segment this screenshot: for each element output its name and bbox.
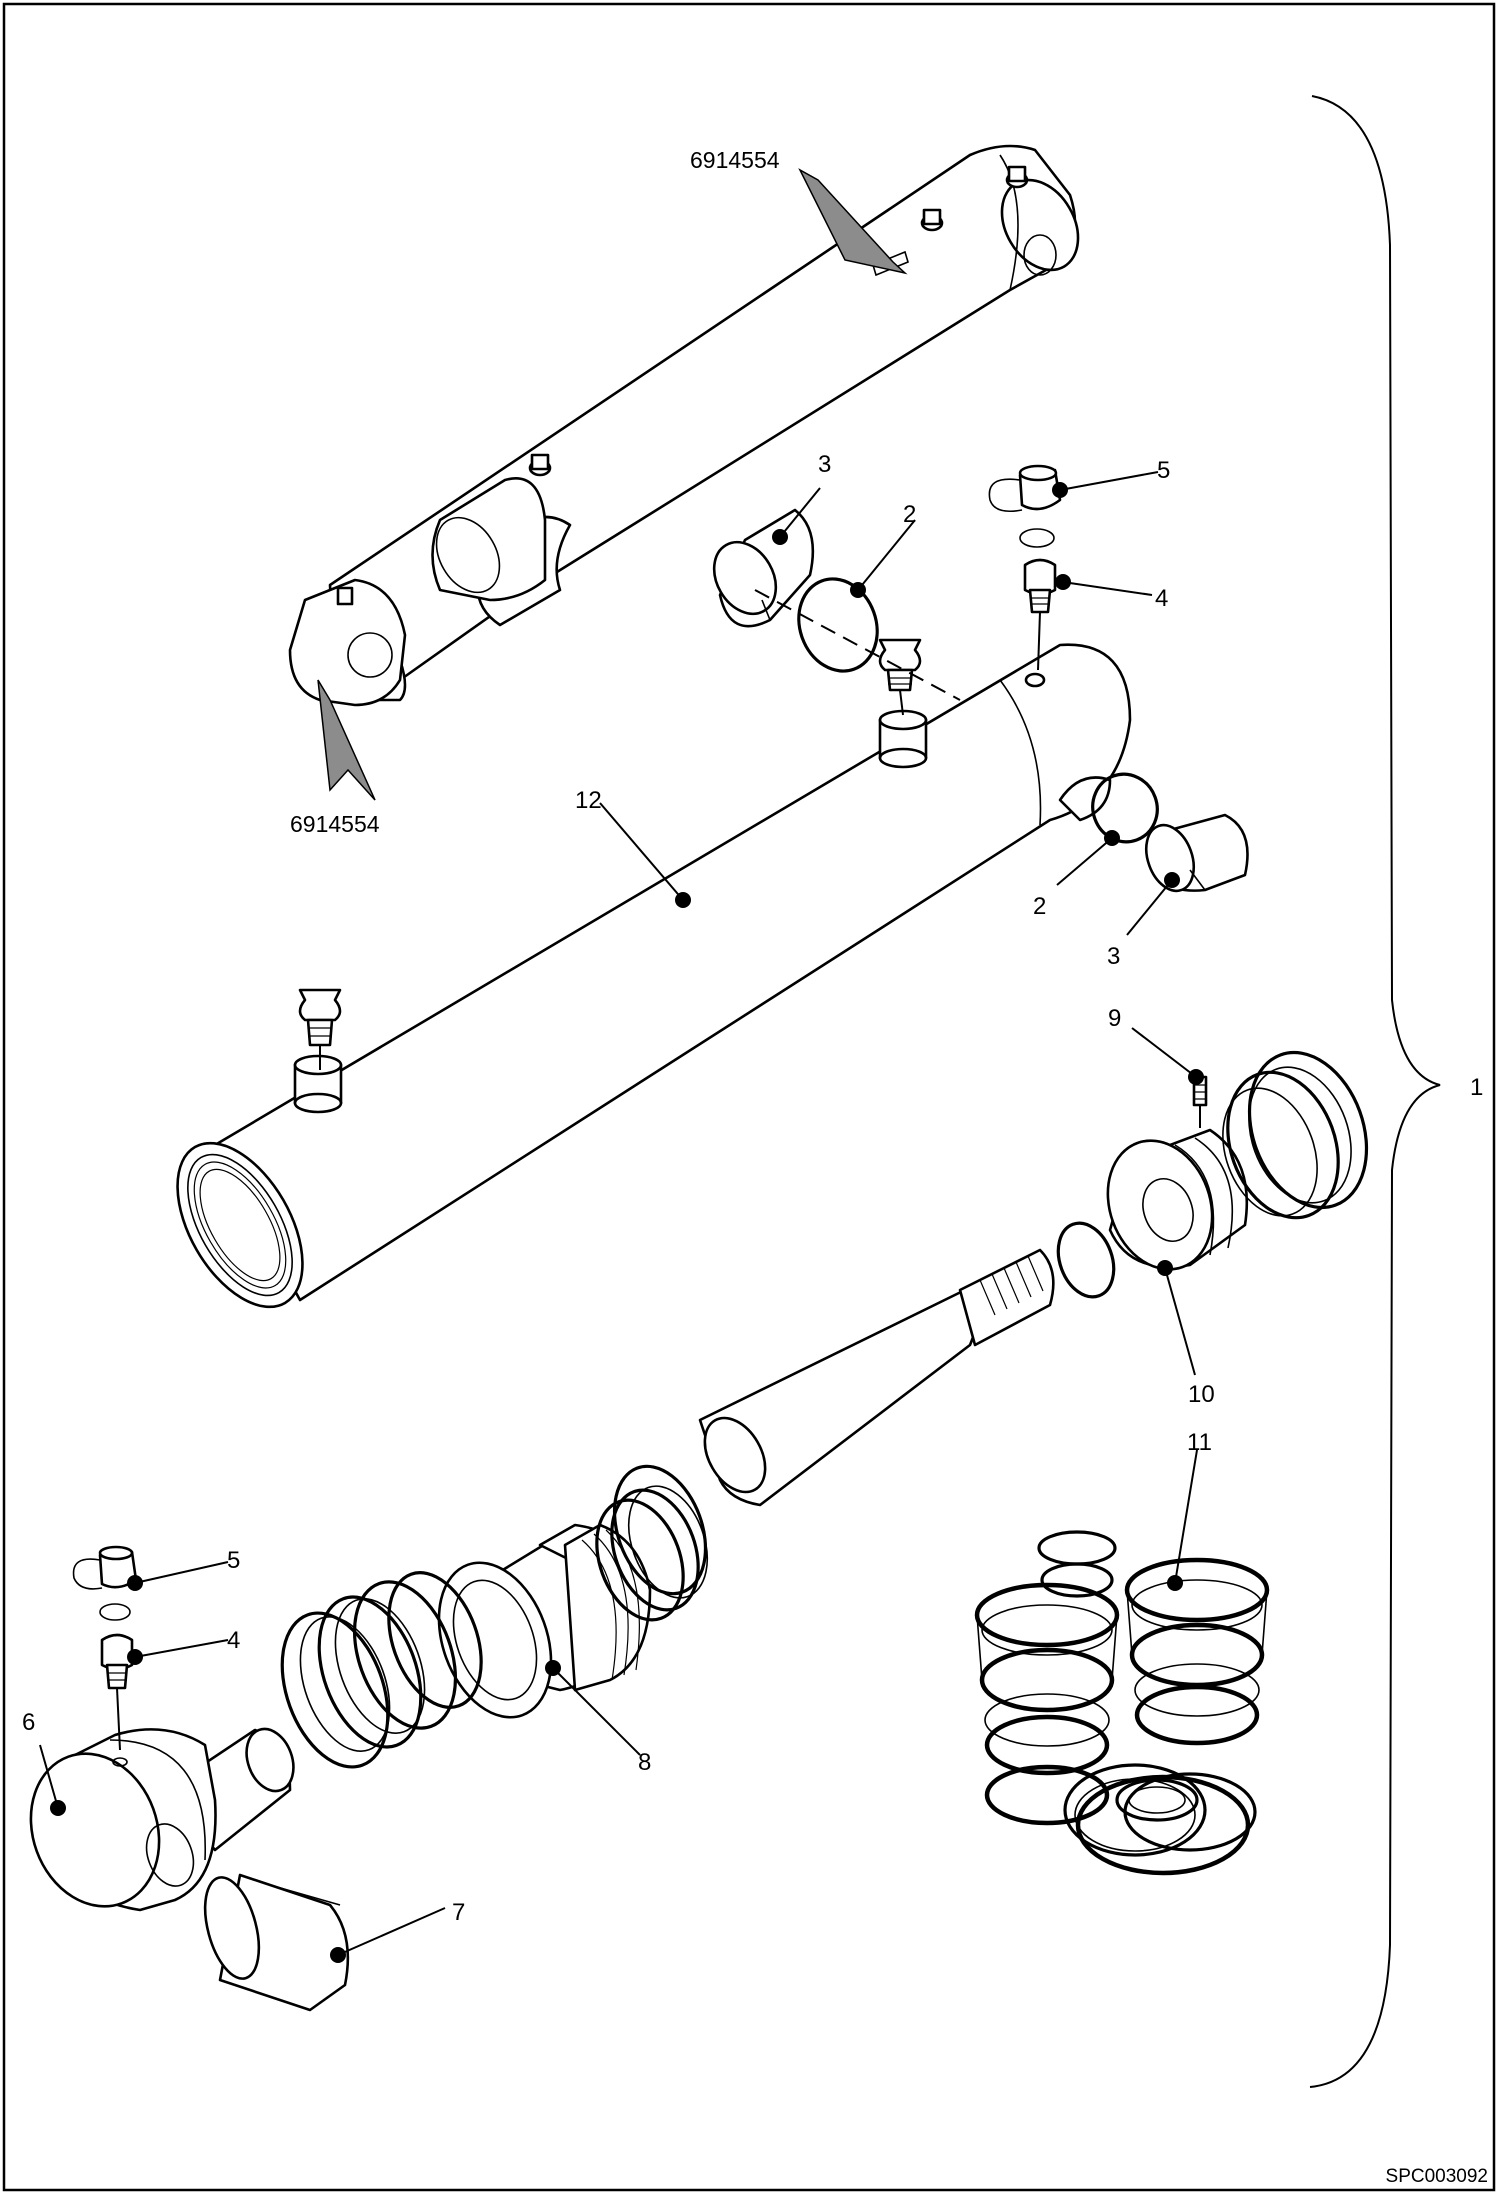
bushing-right [1144, 813, 1249, 893]
grease-cap-top [988, 464, 1062, 548]
head-seals-outer [280, 1571, 483, 1769]
rod-eye [29, 1727, 295, 1912]
assembly-callout: 1 [1470, 1074, 1483, 1101]
drawing-reference: SPC003092 [1386, 2166, 1488, 2187]
callout-label: 5 [1157, 457, 1170, 484]
piston-seal-kit [974, 1530, 1270, 1876]
callout-label: 5 [227, 1547, 240, 1574]
callout-label: 7 [452, 1899, 465, 1926]
cylinder-tube [176, 638, 1132, 1309]
grease-nipple-bottom [100, 1633, 134, 1751]
callout-label: 11 [1187, 1429, 1212, 1456]
part-number-arrow-bottom [317, 679, 376, 801]
piston-oring [1056, 1221, 1116, 1299]
part-number-arrow-top [798, 168, 908, 275]
grease-cap-bottom [72, 1545, 138, 1621]
callout-label: 3 [1107, 943, 1120, 970]
head-seals-inner [595, 1464, 709, 1622]
assembled-cylinder [288, 144, 1080, 707]
bushing-top [712, 508, 815, 628]
callout-label: 3 [818, 451, 831, 478]
callout-label: 6 [22, 1709, 35, 1736]
rod-eye-bushing [203, 1873, 350, 2012]
part-number-label: 6914554 [690, 147, 780, 173]
callout-label: 4 [227, 1627, 240, 1654]
part-number-label: 6914554 [290, 811, 380, 837]
callout-label: 8 [638, 1749, 651, 1776]
grease-nipple-top [1023, 558, 1057, 671]
callout-label: 10 [1188, 1381, 1215, 1408]
oring-right [1091, 772, 1159, 844]
callout-label: 9 [1108, 1005, 1121, 1032]
oring-top [797, 577, 879, 673]
piston-seals [1222, 1050, 1369, 1220]
assembly-brace [1309, 95, 1441, 2088]
piston-rod [698, 1248, 1055, 1507]
callout-leaders [39, 471, 1204, 1963]
callout-label: 2 [1033, 893, 1046, 920]
callout-label: 2 [903, 501, 916, 528]
callout-label: 12 [575, 787, 602, 814]
pin-axis-top [754, 589, 961, 701]
callout-label: 4 [1155, 585, 1168, 612]
